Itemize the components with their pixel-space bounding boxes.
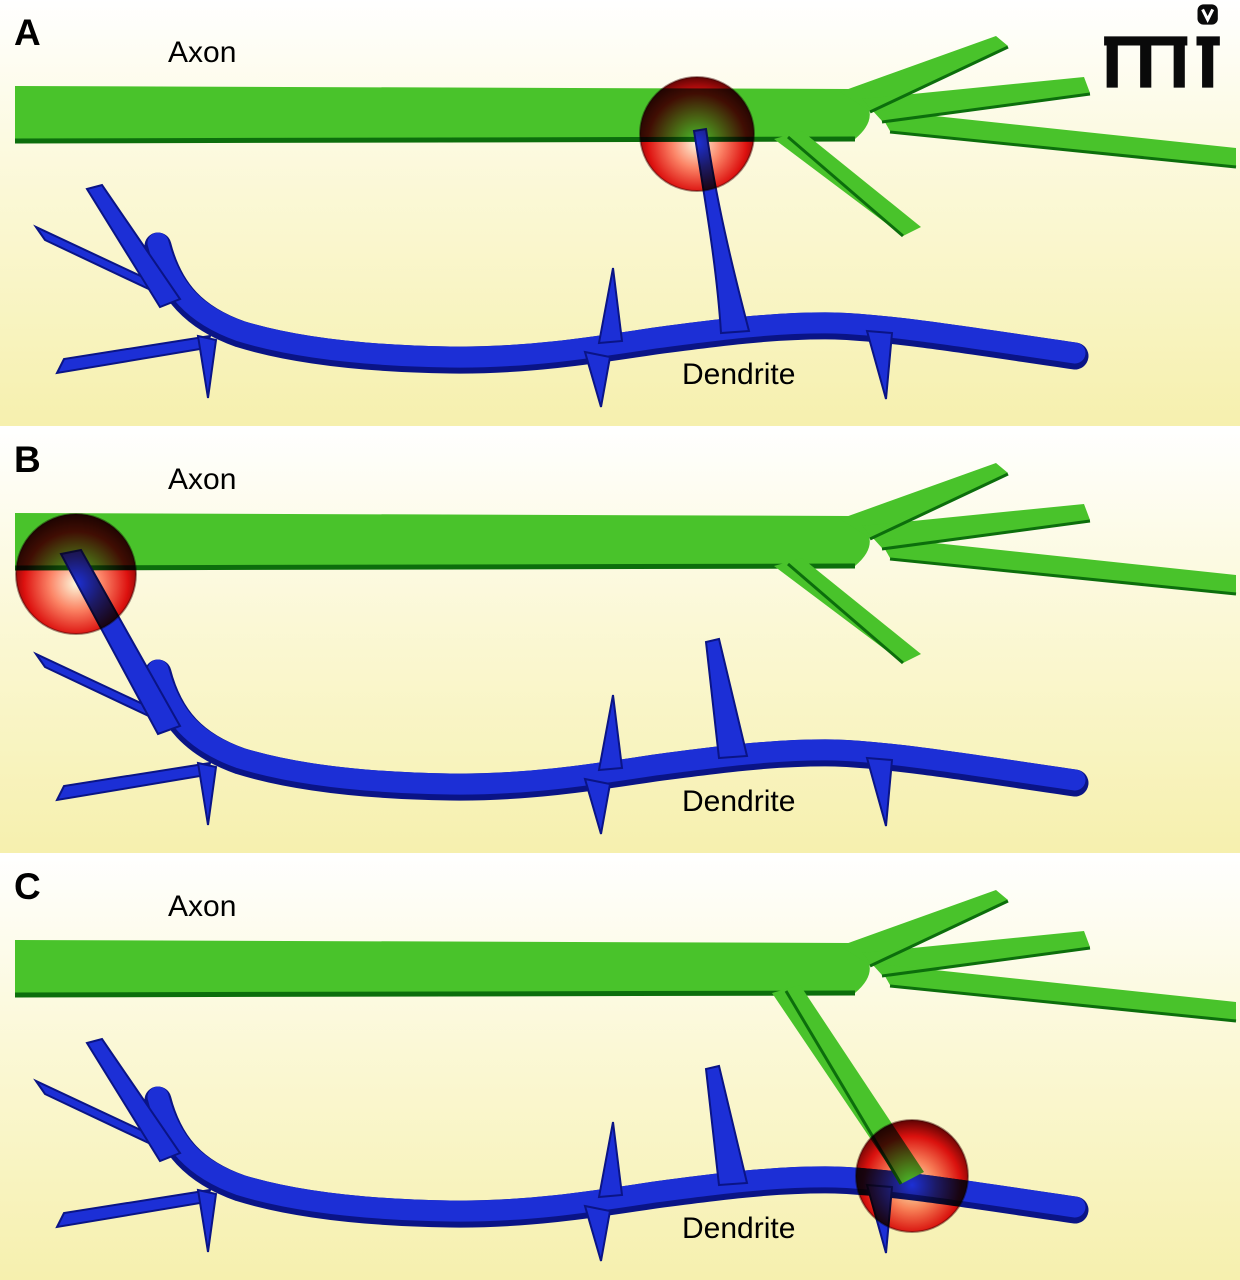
dendrite-label: Dendrite xyxy=(682,785,796,818)
axon-label: Axon xyxy=(168,463,237,496)
panel-c-graphic xyxy=(0,854,1240,1280)
contact-marker xyxy=(855,1119,969,1233)
panel-letter: B xyxy=(14,439,41,480)
mi-logo-graphic xyxy=(1104,4,1220,88)
panel-a-graphic xyxy=(0,0,1240,426)
panel-c: C Axon Dendrite xyxy=(0,854,1240,1280)
contact-marker xyxy=(639,76,755,192)
journal-logo-mi xyxy=(1098,2,1230,92)
axon-label: Axon xyxy=(168,36,237,69)
contact-marker xyxy=(15,513,137,635)
axon-label: Axon xyxy=(168,890,237,923)
panel-a: A Axon Dendrite xyxy=(0,0,1240,426)
panel-letter: A xyxy=(14,12,41,53)
dendrite-label: Dendrite xyxy=(682,358,796,391)
panel-b-graphic xyxy=(0,427,1240,853)
dendrite-label: Dendrite xyxy=(682,1212,796,1245)
panel-letter: C xyxy=(14,866,41,907)
panel-b: B Axon Dendrite xyxy=(0,427,1240,853)
